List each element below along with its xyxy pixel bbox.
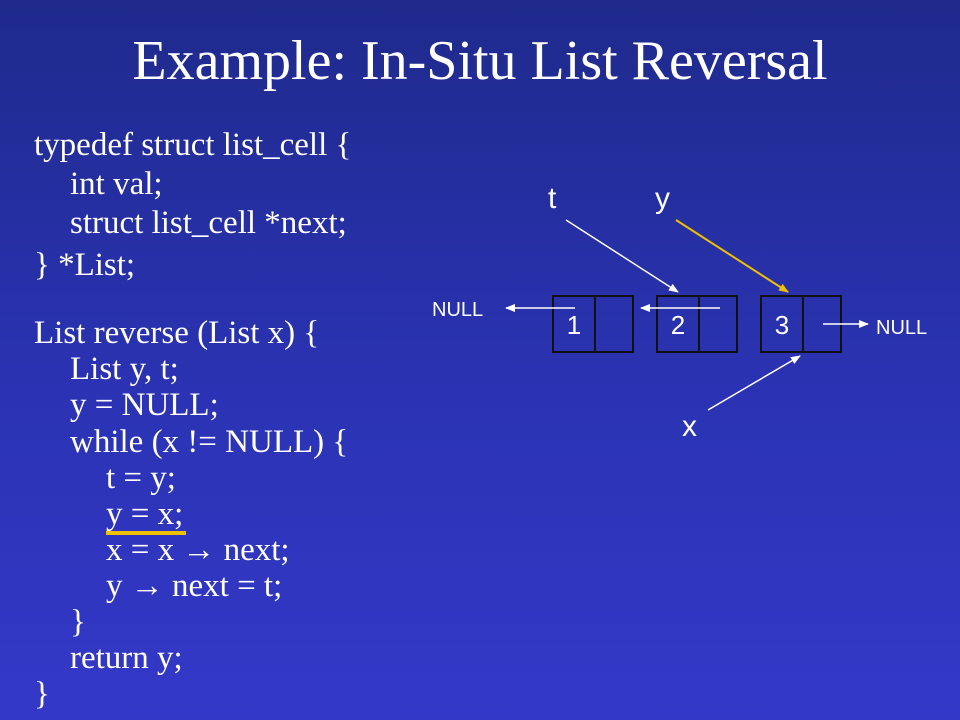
pointer-arrow-x: [707, 355, 801, 411]
code-line: }: [34, 676, 50, 712]
code-line: x = x → next;: [106, 532, 290, 568]
pointer-arrow-t: [565, 219, 679, 293]
null-label-left: NULL: [432, 299, 483, 321]
code-line: y = NULL;: [70, 387, 219, 423]
highlight-underline: [106, 531, 186, 535]
code-line: while (x != NULL) {: [70, 424, 349, 460]
list-cell-2: 2: [656, 295, 738, 353]
code-line: struct list_cell *next;: [70, 205, 347, 241]
code-line: List reverse (List x) {: [34, 315, 320, 351]
code-line: typedef struct list_cell {: [34, 127, 352, 163]
code-line: }: [70, 604, 86, 640]
code-line: } *List;: [34, 247, 136, 283]
code-line: return y;: [70, 640, 183, 676]
pointer-label-t: t: [548, 182, 557, 215]
code-line-highlighted: y = x;: [106, 496, 184, 532]
pointer-label-y: y: [655, 182, 670, 215]
cell-value: 2: [671, 310, 685, 340]
list-cell-1: 1: [552, 295, 634, 353]
code-line: t = y;: [106, 460, 176, 496]
code-line: List y, t;: [70, 351, 179, 387]
slide-title: Example: In-Situ List Reversal: [132, 30, 828, 92]
code-line: y → next = t;: [106, 568, 283, 604]
code-line: int val;: [70, 166, 163, 202]
cell-value: 3: [775, 310, 789, 340]
pointer-label-x: x: [682, 410, 697, 443]
pointer-arrow-y: [675, 219, 789, 293]
cell-value: 1: [567, 310, 581, 340]
null-label-right: NULL: [876, 317, 927, 339]
